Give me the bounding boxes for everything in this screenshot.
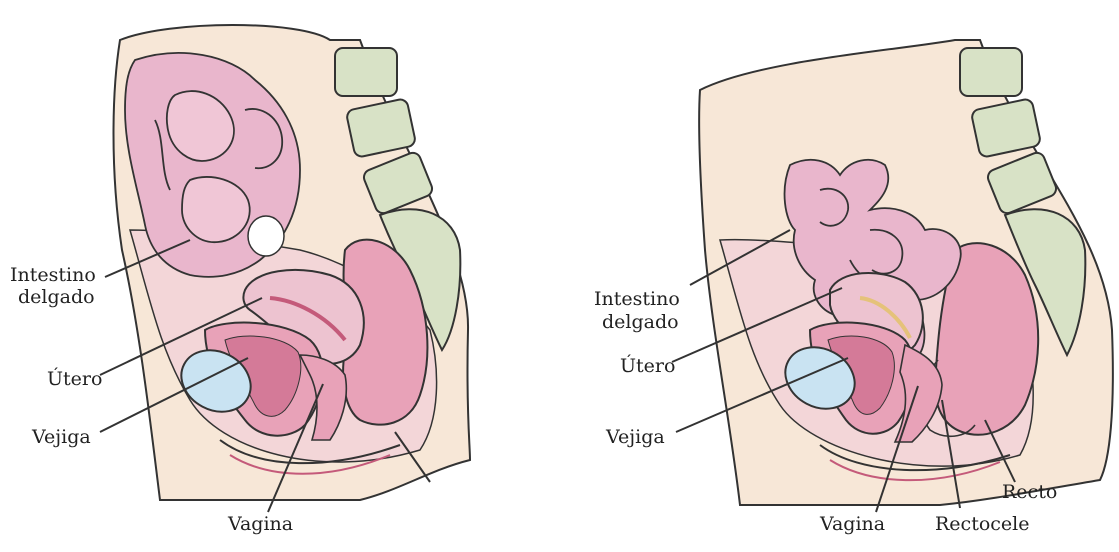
right-vertebra xyxy=(960,48,1022,96)
right-label-uterus: Útero xyxy=(620,354,675,377)
left-label-vagina: Vagina xyxy=(227,513,293,535)
left-label-intestine-2: delgado xyxy=(18,286,95,308)
right-label-rectum: Recto xyxy=(1002,481,1057,503)
left-ovary xyxy=(248,216,284,256)
right-label-rectocele: Rectocele xyxy=(935,513,1029,535)
right-label-intestine-1: Intestino xyxy=(594,288,680,310)
left-vertebra xyxy=(335,48,397,96)
right-panel: Intestino delgado Útero Vejiga Vagina Re… xyxy=(594,40,1113,535)
right-label-vagina: Vagina xyxy=(819,513,885,535)
left-label-intestine-1: Intestino xyxy=(10,264,96,286)
left-panel: Intestino delgado Útero Vejiga Vagina xyxy=(10,25,470,535)
left-label-uterus: Útero xyxy=(47,367,102,390)
right-label-intestine-2: delgado xyxy=(602,311,679,333)
left-label-bladder: Vejiga xyxy=(31,426,91,448)
right-label-bladder: Vejiga xyxy=(605,426,665,448)
